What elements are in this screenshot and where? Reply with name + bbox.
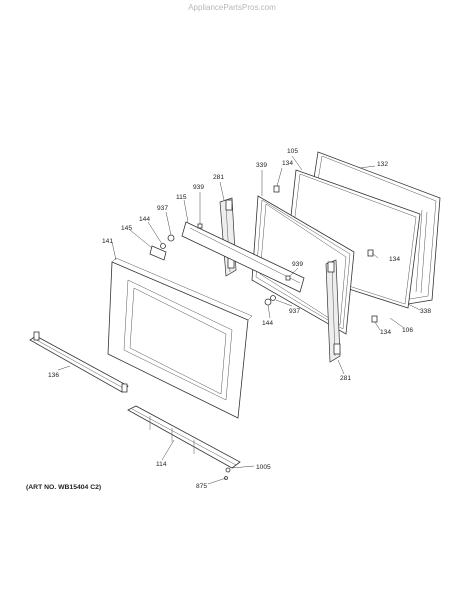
label-939-middle: 939 (292, 261, 303, 268)
label-136: 136 (48, 372, 59, 379)
part-136-door-handle (29, 331, 129, 393)
label-281-top: 281 (213, 174, 224, 181)
hardware-clips (160, 185, 378, 480)
label-339: 339 (256, 162, 267, 169)
part-281-side-channel-right (325, 259, 341, 363)
label-134-middle: 134 (389, 256, 400, 263)
label-141: 141 (102, 238, 113, 245)
label-106: 106 (402, 327, 413, 334)
label-114: 114 (156, 461, 167, 468)
leader-lines (57, 155, 421, 485)
label-144-left: 144 (139, 216, 150, 223)
label-105: 105 (287, 148, 298, 155)
label-937-bottom: 937 (289, 308, 300, 315)
part-281-side-channel-left (219, 197, 237, 277)
label-145: 145 (121, 225, 132, 232)
part-labels: 105 132 134 339 281 939 115 937 144 145 … (48, 148, 431, 490)
label-115: 115 (176, 194, 187, 201)
watermark-text: AppliancePartsPros.com (188, 3, 276, 12)
label-134-top: 134 (282, 160, 293, 167)
label-875: 875 (196, 483, 207, 490)
part-141-outer-door-panel (107, 257, 253, 419)
part-115-trim-bar (181, 221, 305, 293)
label-134-bottom: 134 (380, 329, 391, 336)
part-114-bottom-trim (127, 405, 241, 469)
label-939-top: 939 (193, 184, 204, 191)
label-281-bottom: 281 (340, 375, 351, 382)
label-132: 132 (377, 161, 388, 168)
label-144-bottom: 144 (262, 320, 273, 327)
label-937-left: 937 (157, 205, 168, 212)
part-145-plate (149, 245, 167, 261)
label-1005: 1005 (256, 464, 271, 471)
art-number: (ART NO. WB15404 C2) (26, 484, 101, 491)
label-338: 338 (420, 308, 431, 315)
